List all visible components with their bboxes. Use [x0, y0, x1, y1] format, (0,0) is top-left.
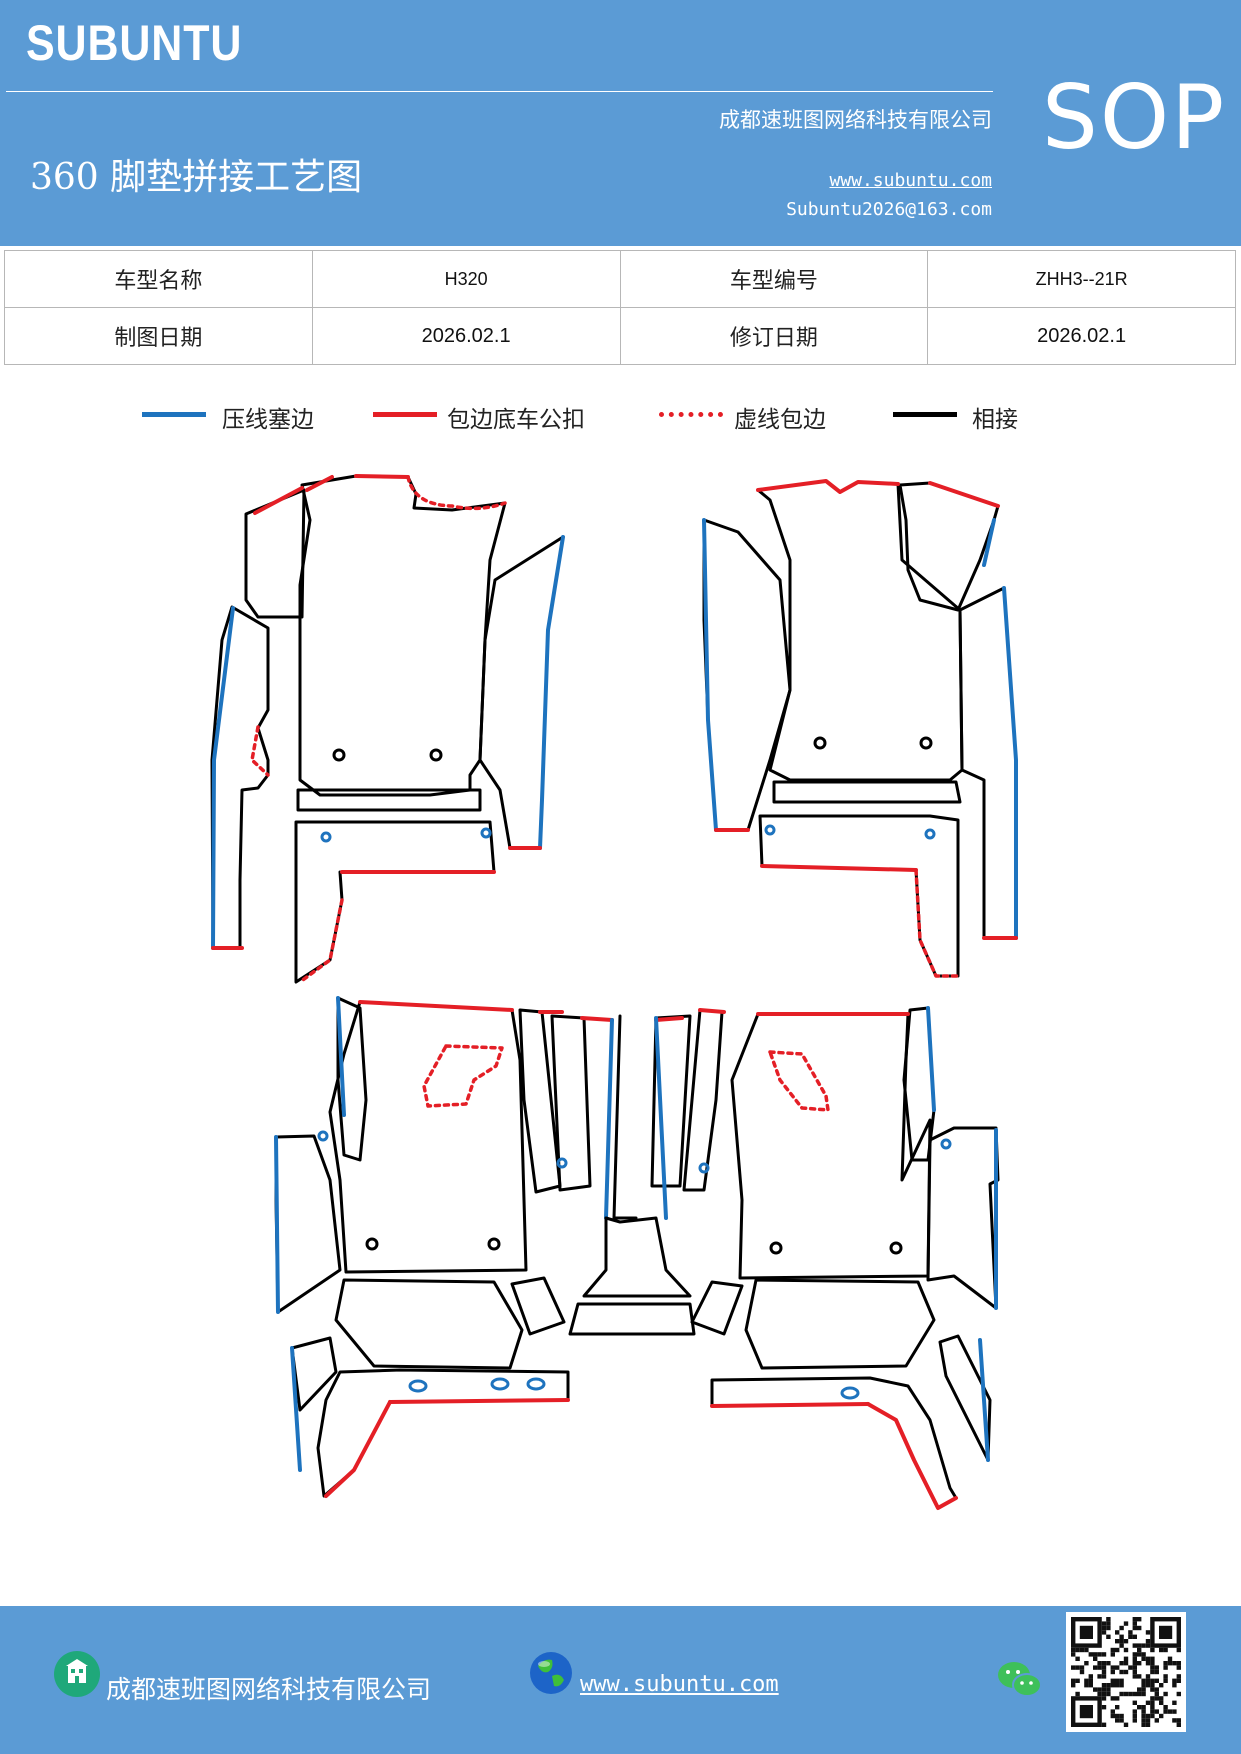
legend-label: 压线塞边 — [222, 407, 314, 433]
page-footer: 成都速班图网络科技有限公司 www.subuntu.com — [0, 1606, 1241, 1754]
website-link[interactable]: www.subuntu.com — [829, 170, 992, 191]
drawing-date-label: 制图日期 — [4, 307, 313, 365]
rear-center-mat — [568, 1216, 696, 1336]
model-code-value: ZHH3--21R — [927, 250, 1236, 308]
table-row: 车型名称 H320 车型编号 ZHH3--21R — [4, 250, 1236, 308]
qr-code[interactable] — [1066, 1612, 1186, 1732]
front-right-mat — [702, 479, 1018, 978]
email-address: Subuntu2026@163.com — [786, 199, 992, 220]
brand-logo: SUBUNTU — [26, 15, 243, 71]
revision-date-value: 2026.02.1 — [927, 307, 1236, 365]
header-divider — [6, 91, 993, 92]
footer-website-link[interactable]: www.subuntu.com — [580, 1672, 779, 1697]
wechat-icon[interactable] — [996, 1658, 1044, 1702]
company-name: 成都速班图网络科技有限公司 — [719, 108, 992, 132]
legend-swatch-black — [893, 412, 957, 417]
table-row: 制图日期 2026.02.1 修订日期 2026.02.1 — [4, 307, 1236, 365]
footer-company-name: 成都速班图网络科技有限公司 — [106, 1675, 432, 1704]
legend-swatch-red-dotted — [659, 412, 723, 417]
model-code-label: 车型编号 — [619, 250, 929, 308]
vehicle-info-table: 车型名称 H320 车型编号 ZHH3--21R 制图日期 2026.02.1 … — [4, 250, 1236, 365]
legend-swatch-red — [373, 412, 437, 417]
floor-mat-diagram — [210, 474, 1018, 1510]
drawing-date-value: 2026.02.1 — [311, 307, 621, 365]
model-name-value: H320 — [311, 250, 621, 308]
sop-badge: SOP — [1042, 66, 1227, 169]
page-title: 360 脚垫拼接工艺图 — [30, 157, 363, 198]
front-left-mat — [210, 474, 565, 984]
revision-date-label: 修订日期 — [619, 307, 929, 365]
building-icon — [54, 1651, 100, 1697]
rear-left-mat — [274, 996, 638, 1498]
legend-label: 相接 — [972, 407, 1018, 433]
legend-swatch-blue — [142, 412, 206, 417]
model-name-label: 车型名称 — [4, 250, 313, 308]
legend-label: 虚线包边 — [734, 407, 826, 433]
page-header: SUBUNTU 成都速班图网络科技有限公司 360 脚垫拼接工艺图 www.su… — [0, 0, 1241, 246]
rear-right-mat — [650, 1006, 1000, 1510]
legend: 压线塞边 包边底车公扣 虚线包边 相接 — [0, 398, 1241, 442]
globe-icon — [528, 1650, 574, 1696]
legend-label: 包边底车公扣 — [447, 407, 585, 433]
